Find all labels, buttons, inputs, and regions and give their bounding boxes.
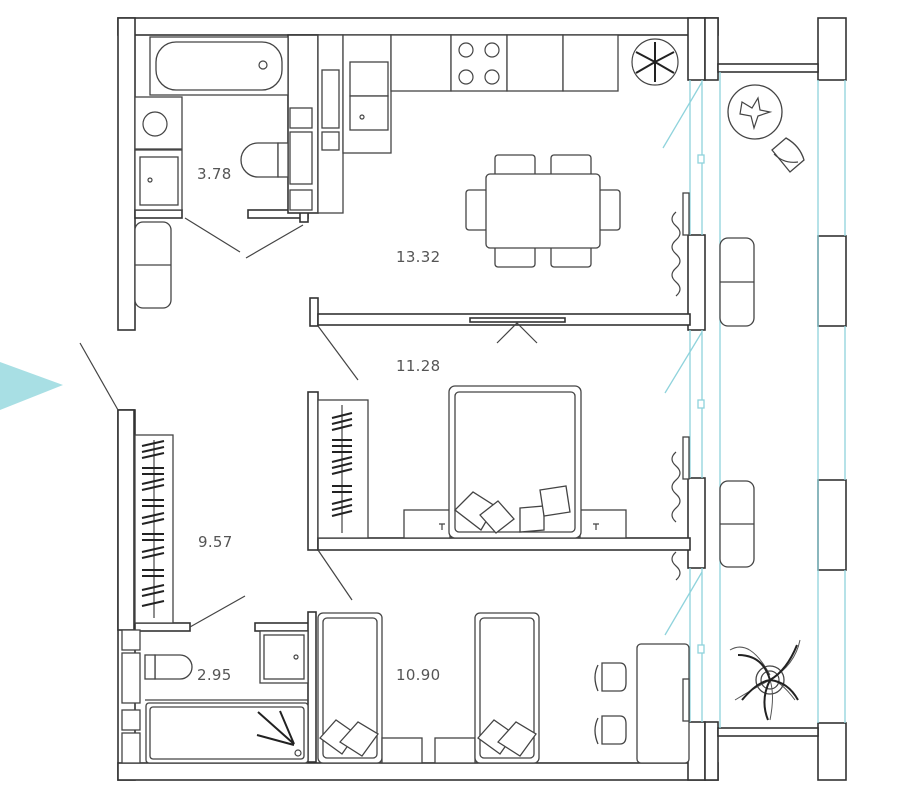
- kitchen-fixtures: [317, 34, 690, 297]
- children-room-fixtures: [317, 551, 690, 764]
- plant-icon: [631, 38, 679, 86]
- room-area-bathroom-2: 2.95: [197, 666, 232, 684]
- room-area-bedroom: 11.28: [396, 357, 441, 375]
- nightstand: [434, 737, 476, 764]
- room-area-kitchen-living: 13.32: [396, 248, 441, 266]
- desk-chair: [594, 662, 627, 692]
- doors: [79, 217, 359, 628]
- room-area-bathroom-1: 3.78: [197, 165, 232, 183]
- dining-table: [465, 154, 621, 268]
- entrance-arrow-icon: [0, 362, 63, 410]
- washing-machine: [134, 96, 183, 150]
- bathroom-2-fixtures: [121, 629, 309, 764]
- wardrobe: [317, 399, 369, 539]
- balcony: [662, 17, 847, 781]
- interior-walls: [117, 34, 691, 763]
- desk: [636, 643, 690, 764]
- armchair: [771, 137, 805, 173]
- nightstand: [381, 737, 423, 764]
- bathroom-1-fixtures: [134, 36, 313, 211]
- desk-chair: [594, 715, 627, 745]
- hallway-fixtures: [134, 221, 174, 624]
- room-area-children-room: 10.90: [396, 666, 441, 684]
- side-table: [727, 84, 783, 140]
- cooktop: [450, 34, 508, 92]
- plant-icon: [739, 96, 773, 131]
- plant-icon: [729, 639, 801, 721]
- toilet: [240, 142, 279, 178]
- countertop: [390, 34, 452, 92]
- bedroom-fixtures: [317, 385, 690, 539]
- toilet: [154, 654, 193, 680]
- room-area-hallway: 9.57: [198, 533, 233, 551]
- nightstand: [579, 509, 627, 539]
